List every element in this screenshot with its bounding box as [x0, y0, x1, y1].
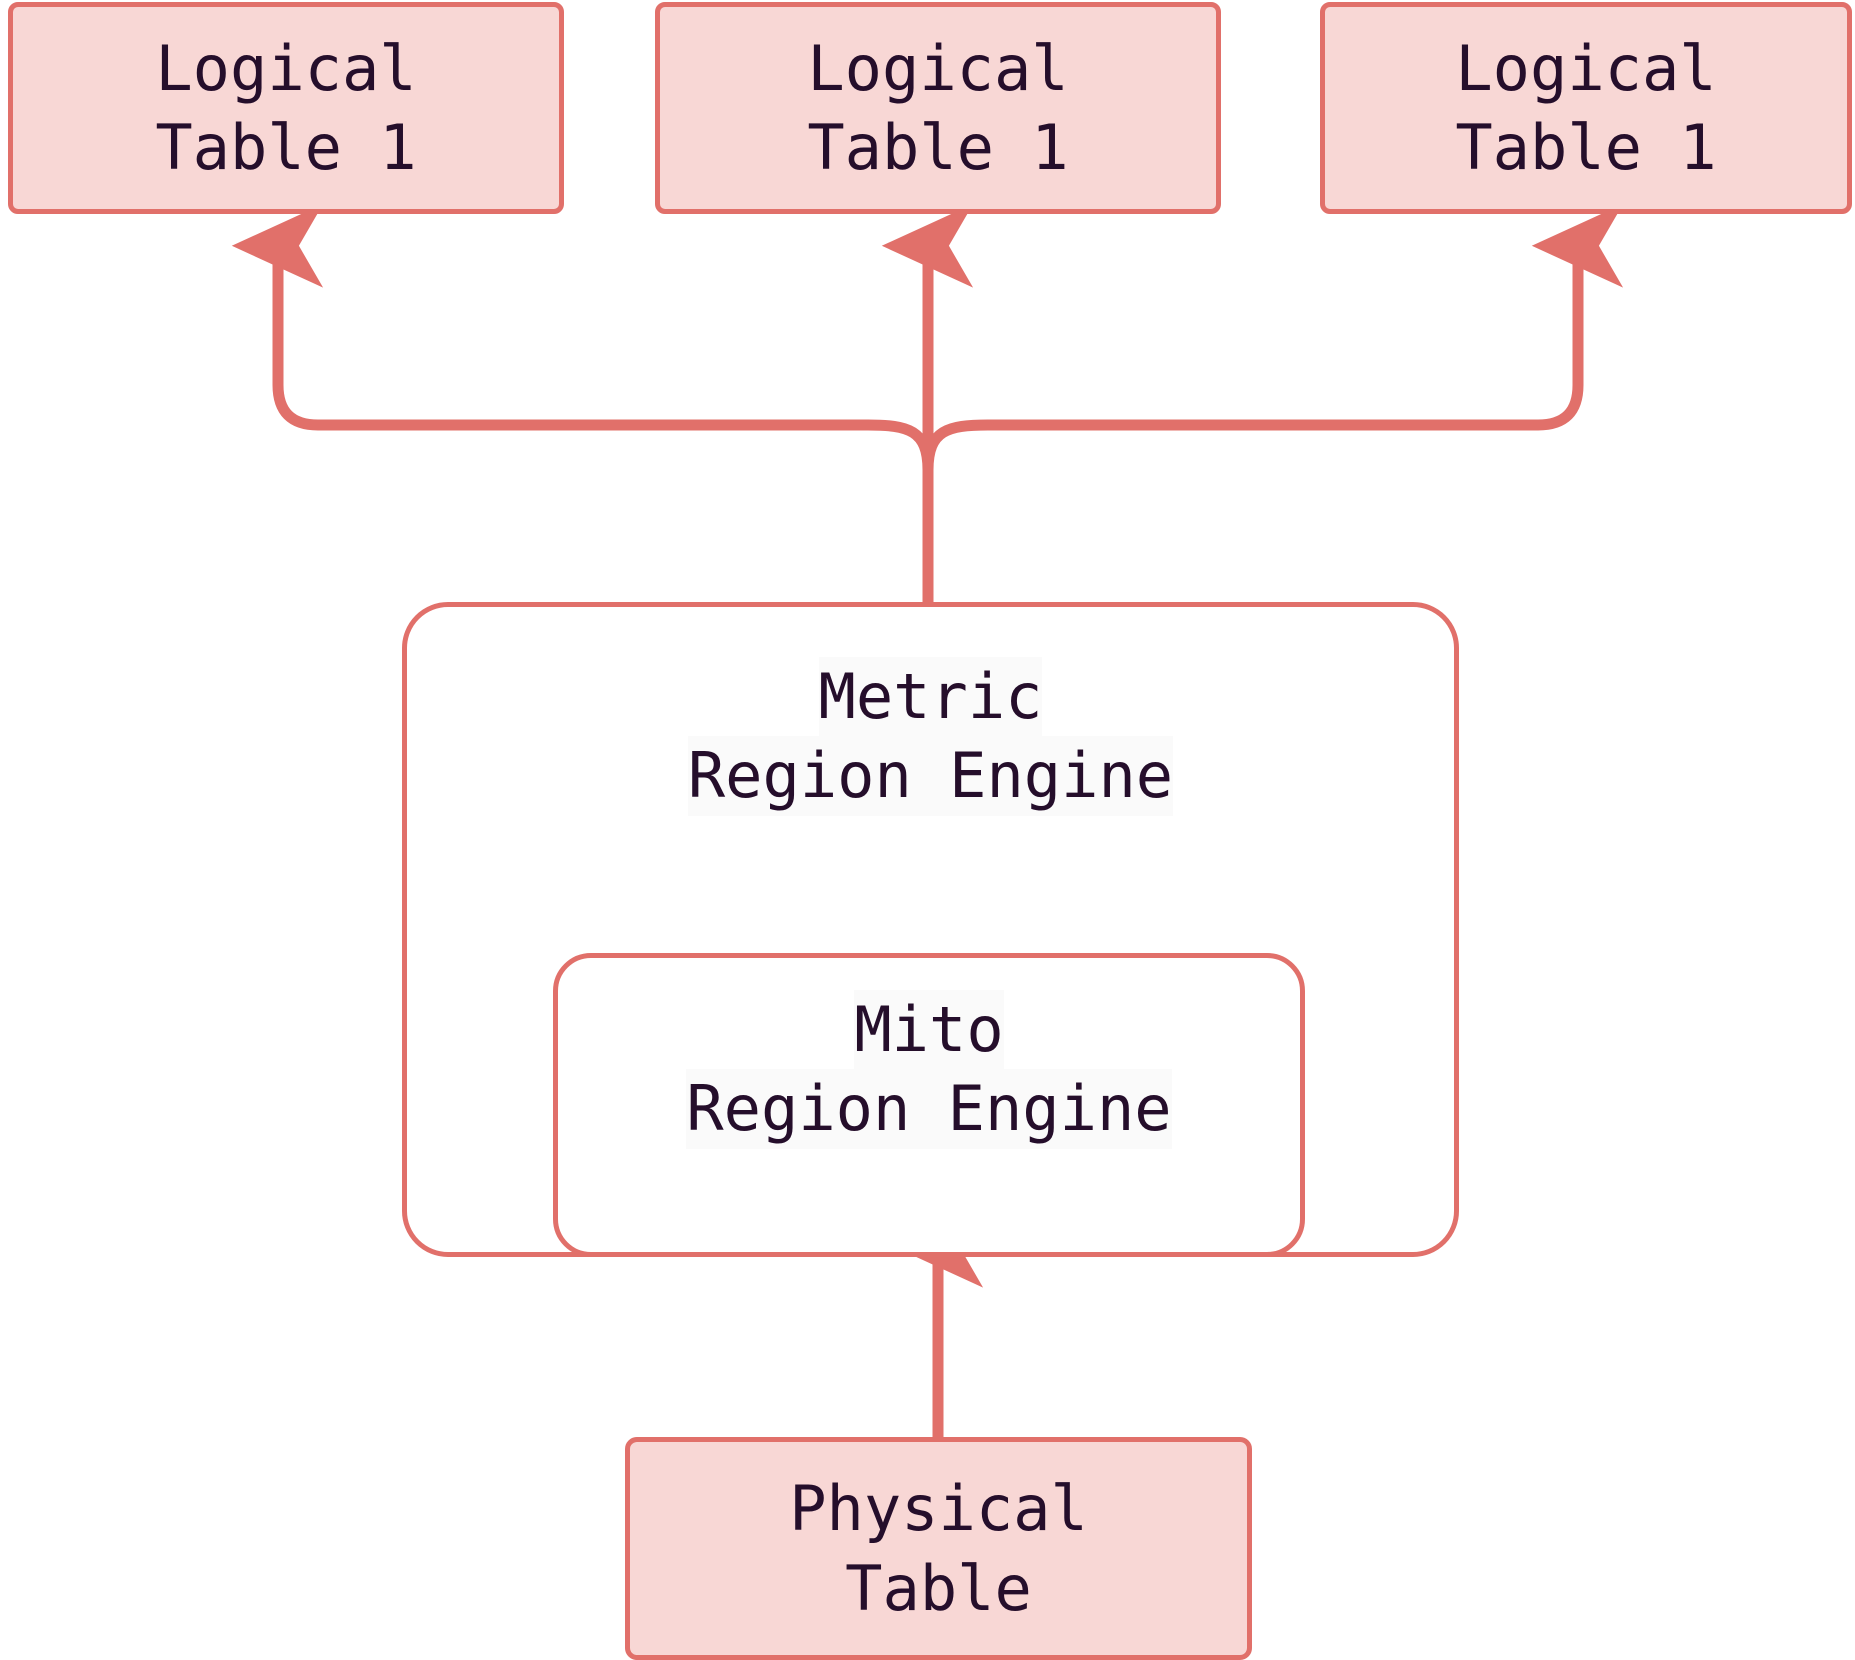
- node-metric-region-engine-line1: Metric: [818, 657, 1043, 737]
- node-mito-region-engine-line1: Mito: [854, 990, 1004, 1070]
- node-logical-table-3[interactable]: Logical Table 1: [1320, 2, 1852, 214]
- node-mito-region-engine[interactable]: Mito Region Engine: [553, 953, 1305, 1257]
- node-physical-table[interactable]: Physical Table: [625, 1437, 1252, 1660]
- connector-junction-left: [867, 419, 934, 471]
- node-logical-table-2-line1: Logical: [807, 31, 1069, 105]
- connector-junction-right: [922, 419, 989, 471]
- node-logical-table-3-line1: Logical: [1455, 31, 1717, 105]
- node-physical-table-line2: Table: [845, 1551, 1032, 1625]
- node-logical-table-1[interactable]: Logical Table 1: [8, 2, 564, 214]
- connector-to-logical-table-1: [231, 203, 868, 431]
- connector-to-logical-table-3: [988, 203, 1624, 431]
- node-logical-table-2-line2: Table 1: [807, 111, 1069, 184]
- node-logical-table-3-line2: Table 1: [1455, 111, 1717, 184]
- node-physical-table-line1: Physical: [789, 1472, 1088, 1546]
- node-logical-table-2[interactable]: Logical Table 1: [655, 2, 1221, 214]
- node-metric-region-engine[interactable]: Metric Region Engine: [402, 602, 1459, 1257]
- node-logical-table-1-line2: Table 1: [155, 111, 417, 184]
- node-mito-region-engine-line2: Region Engine: [686, 1069, 1172, 1149]
- node-logical-table-1-line1: Logical: [155, 31, 417, 105]
- node-metric-region-engine-line2: Region Engine: [687, 736, 1174, 816]
